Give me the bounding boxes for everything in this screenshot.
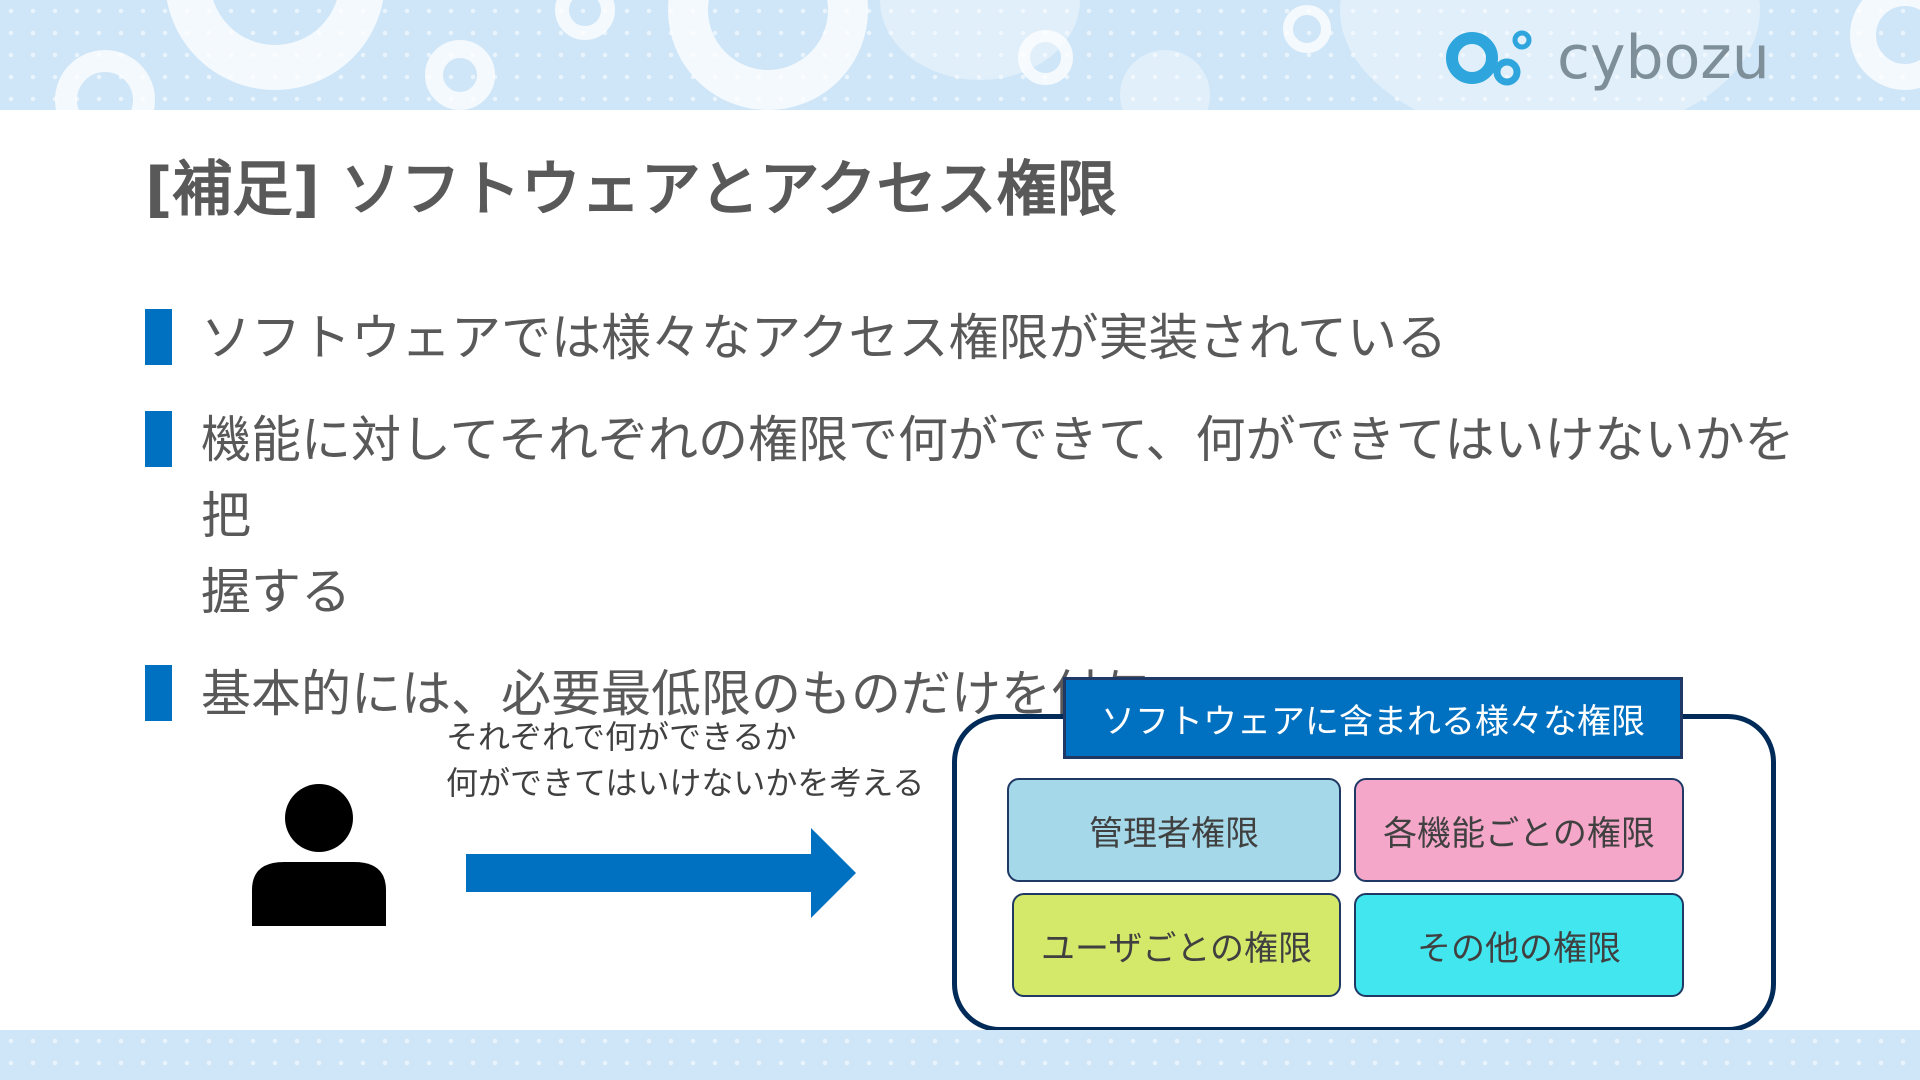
arrow-caption-line: 何ができてはいけないかを考える <box>446 764 925 802</box>
bullet-marker <box>145 309 172 365</box>
bullet-marker <box>145 411 172 467</box>
decor-ring <box>668 0 868 110</box>
bullet-text-continued: 握する <box>201 563 351 621</box>
right-arrow-icon <box>466 828 856 918</box>
bullet-text: ソフトウェアでは様々なアクセス権限が実装されている <box>201 309 1447 367</box>
person-icon <box>252 784 386 926</box>
decor-ring <box>1283 5 1331 53</box>
permission-box-admin: 管理者権限 <box>1007 778 1341 882</box>
permission-box-user: ユーザごとの権限 <box>1012 893 1341 997</box>
arrow-caption-line: それぞれで何ができるか <box>446 718 797 756</box>
cybozu-logo: cybozu <box>1440 18 1780 98</box>
decor-ring <box>425 40 495 110</box>
decor-blob <box>1340 0 1760 110</box>
cybozu-logo-icon <box>1446 30 1532 86</box>
permission-box-other: その他の権限 <box>1354 893 1684 997</box>
decor-ring <box>1850 0 1920 90</box>
slide-title: [補足] ソフトウェアとアクセス権限 <box>145 155 1117 225</box>
decor-ring <box>55 50 155 110</box>
bullet-list: ソフトウェアでは様々なアクセス権限が実装されている 機能に対してそれぞれの権限で… <box>145 300 1805 758</box>
permissions-panel-header: ソフトウェアに含まれる様々な権限 <box>1063 677 1683 759</box>
bullet-item: 機能に対してそれぞれの権限で何ができて、何ができてはいけないかを把 握する <box>145 402 1805 630</box>
top-banner: cybozu <box>0 0 1920 110</box>
bullet-marker <box>145 665 172 721</box>
decor-ring <box>555 0 615 40</box>
bottom-band <box>0 1030 1920 1080</box>
decor-blob <box>1120 50 1210 110</box>
bullet-item: 基本的には、必要最低限のものだけを付与 <box>145 656 1805 732</box>
arrow-caption: それぞれで何ができるか 何ができてはいけないかを考える <box>446 714 924 806</box>
bullet-item: ソフトウェアでは様々なアクセス権限が実装されている <box>145 300 1805 376</box>
permission-box-feature: 各機能ごとの権限 <box>1354 778 1684 882</box>
bullet-text: 機能に対してそれぞれの権限で何ができて、何ができてはいけないかを把 <box>201 411 1795 545</box>
bullet-text: 基本的には、必要最低限のものだけを付与 <box>201 665 1151 723</box>
logo-text: cybozu <box>1557 23 1770 93</box>
decor-ring <box>165 0 385 90</box>
